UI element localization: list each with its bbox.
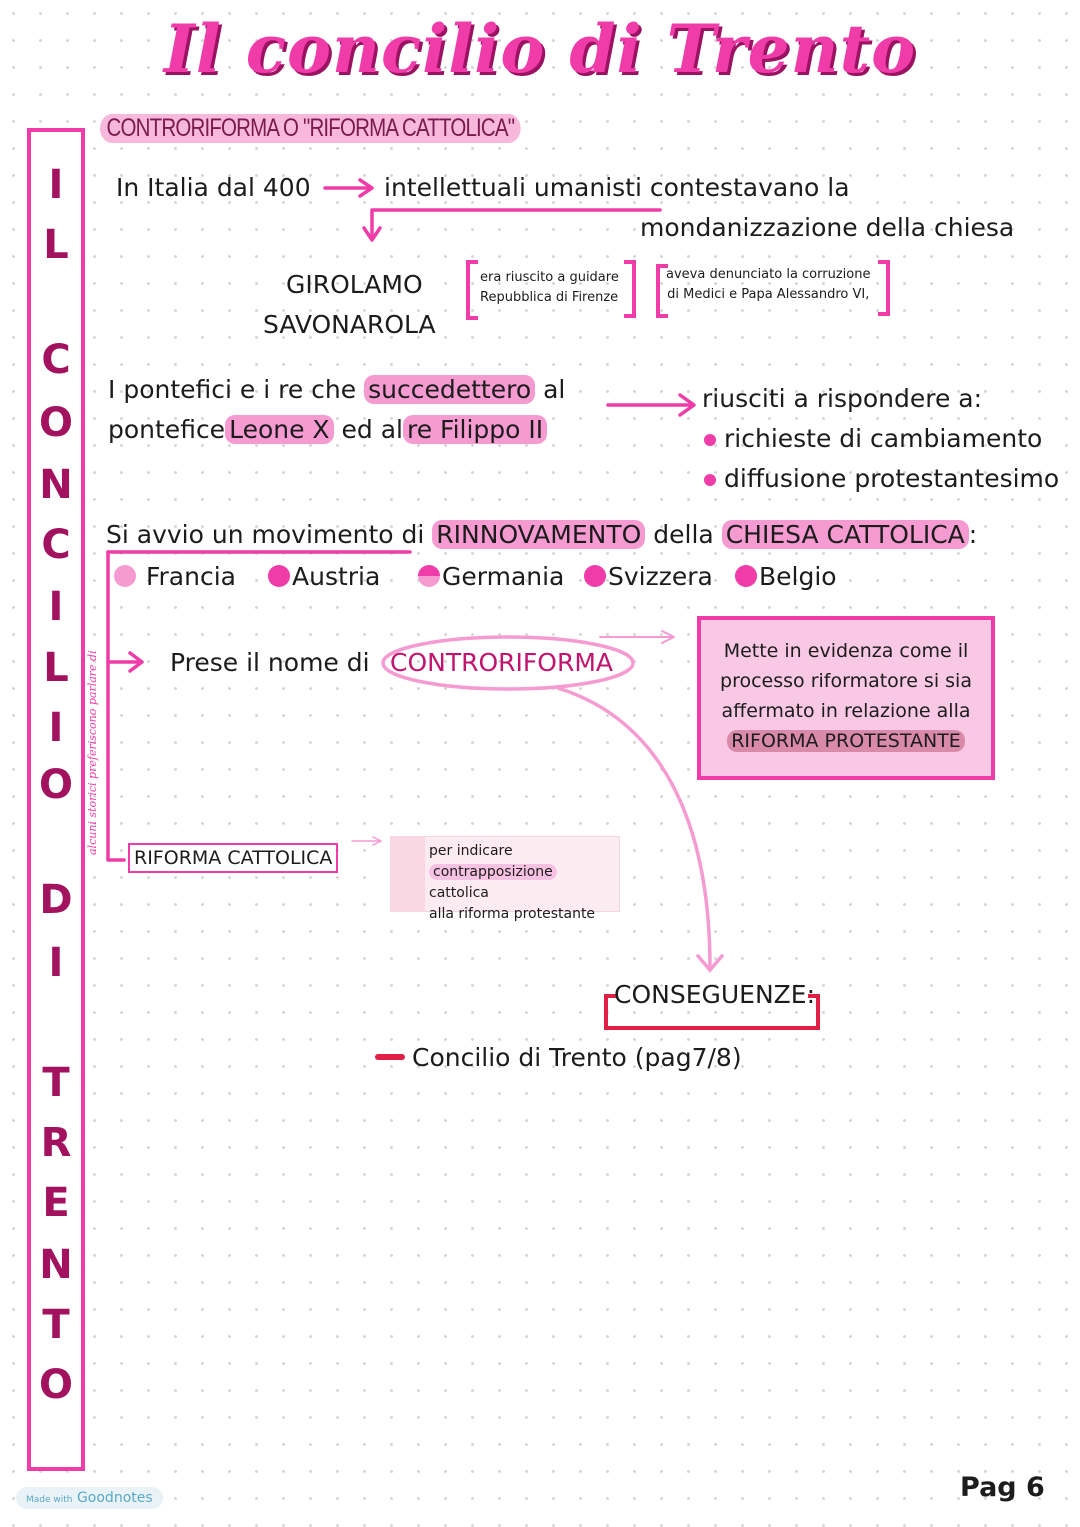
- dot-icon: [584, 565, 606, 587]
- note-line: era riuscito a guidare: [480, 270, 619, 285]
- note-highlight: contrapposizione: [429, 864, 557, 880]
- bullet-icon: [704, 474, 716, 486]
- made-with-badge[interactable]: Made with Goodnotes: [16, 1487, 163, 1509]
- dot-icon: [268, 565, 290, 587]
- country-item: Germania: [418, 562, 564, 591]
- bullet-text: diffusione protestantesimo: [724, 464, 1060, 493]
- evidence-line: processo riformatore si sia: [720, 670, 972, 692]
- side-letter: L: [43, 645, 69, 691]
- text: Si avvio un movimento: [106, 520, 394, 549]
- savonarola-name-1: GIROLAMO: [286, 270, 423, 299]
- text: I pontefici e i re che: [108, 375, 357, 404]
- side-letter: C: [41, 522, 71, 568]
- text: :: [968, 520, 978, 549]
- side-letter: O: [38, 400, 73, 446]
- controriforma-word: CONTRORIFORMA: [390, 648, 613, 677]
- note-line: contrapposizione cattolica: [429, 862, 619, 904]
- dot-icon: [735, 565, 757, 587]
- country-item: Francia: [114, 562, 236, 591]
- text: pontefice: [108, 415, 226, 444]
- note-line: alla riforma protestante: [429, 906, 596, 922]
- country-name: Germania: [442, 562, 565, 591]
- side-letter: T: [42, 1302, 70, 1348]
- bullet-text: richieste di cambiamento: [724, 424, 1043, 453]
- country-name: Francia: [145, 562, 236, 591]
- highlight: RINNOVAMENTO: [432, 520, 646, 549]
- conseguenze-heading: CONSEGUENZE:: [614, 980, 816, 1009]
- evidence-box: Mette in evidenza come il processo rifor…: [697, 616, 995, 780]
- bullet-icon: [704, 434, 716, 446]
- country-name: Austria: [292, 562, 381, 591]
- highlight: CHIESA CATTOLICA: [721, 520, 969, 549]
- made-with-label: Made with: [26, 1495, 73, 1505]
- concilio-item: Concilio di Trento (pag7/8): [412, 1043, 742, 1072]
- brand-name: Goodnotes: [76, 1490, 153, 1506]
- side-letter: I: [48, 940, 64, 986]
- text: della: [653, 520, 714, 549]
- savonarola-name-2: SAVONAROLA: [263, 310, 436, 339]
- side-banner: I L C O N C I L I O D I T R E N T O: [27, 128, 85, 1471]
- highlight: Leone X: [225, 415, 334, 444]
- intro-left: In Italia dal 400: [116, 173, 311, 202]
- text: di: [401, 520, 425, 549]
- intro-right-2: mondanizzazione della chiesa: [640, 213, 1015, 242]
- side-letter: T: [42, 1060, 70, 1106]
- page-title: Il concilio di Trento: [163, 10, 917, 88]
- evidence-highlight: RIFORMA PROTESTANTE: [727, 730, 965, 752]
- side-letter: D: [39, 877, 73, 923]
- highlight: succedettero: [364, 375, 536, 404]
- vertical-note: alcuni storici preferiscono parlare di: [86, 650, 99, 855]
- highlight: re Filippo II: [402, 415, 548, 444]
- side-letter: O: [38, 1362, 73, 1408]
- text: al: [543, 375, 566, 404]
- note-line: Repubblica di Firenze: [480, 290, 619, 305]
- subtitle: CONTRORIFORMA O "RIFORMA CATTOLICA": [100, 114, 521, 143]
- movimento-line: Si avvio un movimento di RINNOVAMENTO de…: [106, 520, 977, 549]
- evidence-line: Mette in evidenza come il: [723, 640, 969, 662]
- bullet-item: richieste di cambiamento: [704, 424, 1042, 453]
- country-name: Svizzera: [608, 562, 713, 591]
- side-letter: E: [42, 1180, 70, 1226]
- side-letter: N: [39, 1242, 73, 1288]
- text: ed al: [341, 415, 403, 444]
- savonarola-note-2: aveva denunciato la corruzione di Medici…: [666, 265, 870, 305]
- intro-right: intellettuali umanisti contestavano la: [384, 173, 850, 202]
- note-stripe: [391, 837, 425, 911]
- side-letter: I: [48, 162, 64, 208]
- country-item: Austria: [268, 562, 380, 591]
- evidence-line: affermato in relazione alla: [721, 700, 971, 722]
- side-letter: N: [39, 462, 73, 508]
- page-number: Pag 6: [960, 1472, 1045, 1503]
- note-box: per indicare contrapposizione cattolica …: [390, 836, 620, 922]
- note-text: cattolica: [429, 885, 489, 901]
- side-letter: I: [48, 584, 64, 630]
- country-item: Belgio: [735, 562, 837, 591]
- pontefici-line-1: I pontefici e i re che succedettero al: [108, 375, 565, 404]
- note-line: aveva denunciato la corruzione: [666, 267, 871, 282]
- note-line: di Medici e Papa Alessandro VI,: [667, 287, 870, 302]
- side-letter: I: [48, 705, 64, 751]
- side-letter: L: [43, 222, 69, 268]
- country-name: Belgio: [759, 562, 837, 591]
- dot-icon: [418, 565, 440, 587]
- savonarola-note-1: era riuscito a guidare Repubblica di Fir…: [480, 268, 619, 308]
- riforma-cattolica-box: RIFORMA CATTOLICA: [128, 843, 339, 873]
- country-item: Svizzera: [584, 562, 713, 591]
- bullet-item: diffusione protestantesimo: [704, 464, 1059, 493]
- rispondere-label: riusciti a rispondere a:: [702, 384, 983, 413]
- note-line: per indicare: [429, 843, 513, 859]
- side-letter: R: [40, 1120, 72, 1166]
- controriforma-prefix: Prese il nome di: [170, 648, 370, 677]
- side-letter: O: [38, 762, 73, 808]
- side-letter: C: [41, 337, 71, 383]
- dot-icon: [114, 565, 136, 587]
